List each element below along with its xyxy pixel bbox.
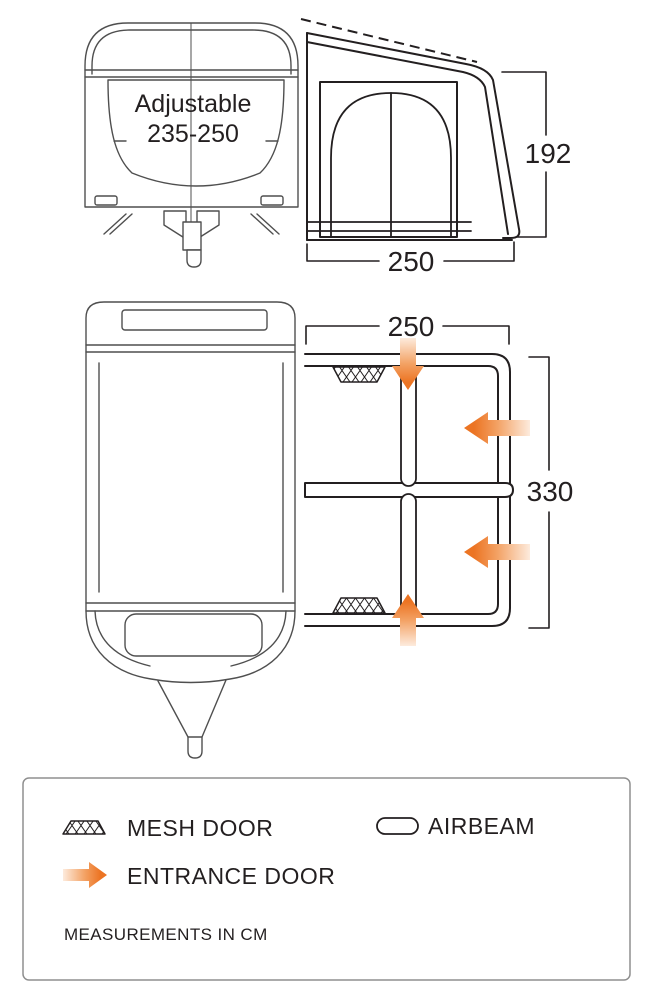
caravan-light-left <box>94 195 118 206</box>
adjustable-label-line1: Adjustable <box>135 90 252 118</box>
legend-mesh-door-item: MESH DOOR <box>62 815 273 841</box>
adjustable-label-line2: 235-250 <box>147 120 239 148</box>
awning-roof-inner <box>306 41 509 235</box>
awning-roof-dashed-line <box>300 18 478 63</box>
legend: MESH DOOR AIRBEAM ENTRANCE DOOR MEASUREM… <box>22 777 631 981</box>
caravan-rear-window <box>121 309 268 331</box>
mesh-door-icon <box>62 820 106 835</box>
measurements-note: MEASUREMENTS IN CM <box>64 925 268 944</box>
height-dimension: 192 <box>501 71 572 238</box>
side-depth-dimension: 250 <box>306 241 515 277</box>
entrance-door-arrow-icon <box>63 862 107 888</box>
stabilizer-leg-right <box>250 213 280 235</box>
side-depth-dimension-lines <box>306 241 515 262</box>
plan-depth-dimension-lines <box>305 325 510 345</box>
mesh-door-top-icon <box>332 366 386 383</box>
entrance-door-arrow-top <box>392 338 424 390</box>
caravan-front-window-plan <box>124 613 263 657</box>
caravan-plan-nose-inner-lines <box>94 610 287 667</box>
side-depth-dimension-value: 250 <box>388 246 435 277</box>
caravan-front-view: Adjustable 235-250 <box>84 22 299 268</box>
caravan-plan-front-band <box>85 602 296 612</box>
jockey-wheel <box>186 249 202 268</box>
jockey-wheel-plan <box>187 736 203 759</box>
mesh-door-bottom-icon <box>332 597 386 614</box>
plan-depth-dimension: 250 <box>305 311 510 345</box>
caravan-body-outline <box>84 22 299 208</box>
plan-depth-dimension-value: 250 <box>388 311 435 342</box>
height-dimension-value: 192 <box>525 138 572 169</box>
plan-view: 250 330 <box>85 301 574 759</box>
caravan-plan-view <box>85 301 296 759</box>
hitch-clamp <box>182 221 202 251</box>
legend-box <box>22 777 631 981</box>
legend-entrance-door-item: ENTRANCE DOOR <box>63 862 335 889</box>
awning-plan-view <box>304 338 530 646</box>
entrance-door-arrow-bottom <box>392 594 424 646</box>
awning-door-frame <box>319 81 458 238</box>
airbeam-middle-horizontal <box>304 482 514 498</box>
awning-skirt-lines <box>306 221 472 232</box>
stabilizer-leg-left <box>103 213 133 235</box>
caravan-plan-rear-band <box>85 344 296 353</box>
plan-length-dimension: 330 <box>527 356 574 629</box>
airbeam-icon <box>376 817 419 835</box>
legend-airbeam-item: AIRBEAM <box>376 813 535 839</box>
legend-airbeam-label: AIRBEAM <box>428 813 535 839</box>
drawbar-lines <box>157 679 227 738</box>
side-view: Adjustable 235-250 192 250 <box>84 18 572 277</box>
awning-roof-outer <box>306 32 521 239</box>
legend-entrance-door-label: ENTRANCE DOOR <box>127 863 335 889</box>
caravan-light-right <box>260 195 284 206</box>
plan-length-dimension-value: 330 <box>527 476 574 507</box>
caravan-plan-side-lines <box>98 362 284 593</box>
entrance-door-arrow-right-upper <box>464 412 530 444</box>
legend-mesh-door-label: MESH DOOR <box>127 815 273 841</box>
caravan-plan-outline <box>85 301 296 684</box>
awning-side-view <box>300 18 521 241</box>
height-dimension-lines <box>501 71 547 238</box>
entrance-door-arrow-right-lower <box>464 536 530 568</box>
plan-length-dimension-lines <box>528 356 550 629</box>
